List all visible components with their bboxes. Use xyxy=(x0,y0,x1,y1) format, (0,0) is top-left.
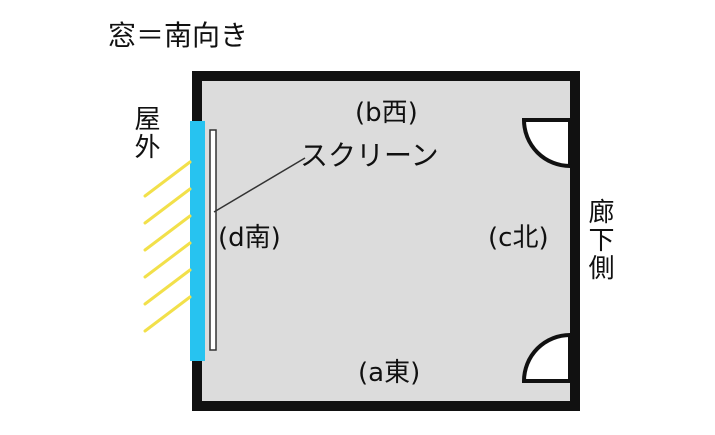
screen-leader-line xyxy=(213,157,306,213)
label-corridor: 廊下側 xyxy=(584,198,614,282)
screen xyxy=(209,129,217,351)
label-east: (a東) xyxy=(358,358,421,388)
label-south: (d南) xyxy=(218,223,281,253)
label-outside: 屋外 xyxy=(130,105,160,161)
label-north: (c北) xyxy=(488,223,549,253)
sunlight-rays xyxy=(143,160,192,333)
label-screen: スクリーン xyxy=(300,139,439,172)
caption: 窓＝南向き xyxy=(108,19,249,52)
door-upper xyxy=(521,118,572,169)
label-west: (b西) xyxy=(355,98,418,128)
door-lower xyxy=(521,332,572,383)
window xyxy=(190,121,205,361)
